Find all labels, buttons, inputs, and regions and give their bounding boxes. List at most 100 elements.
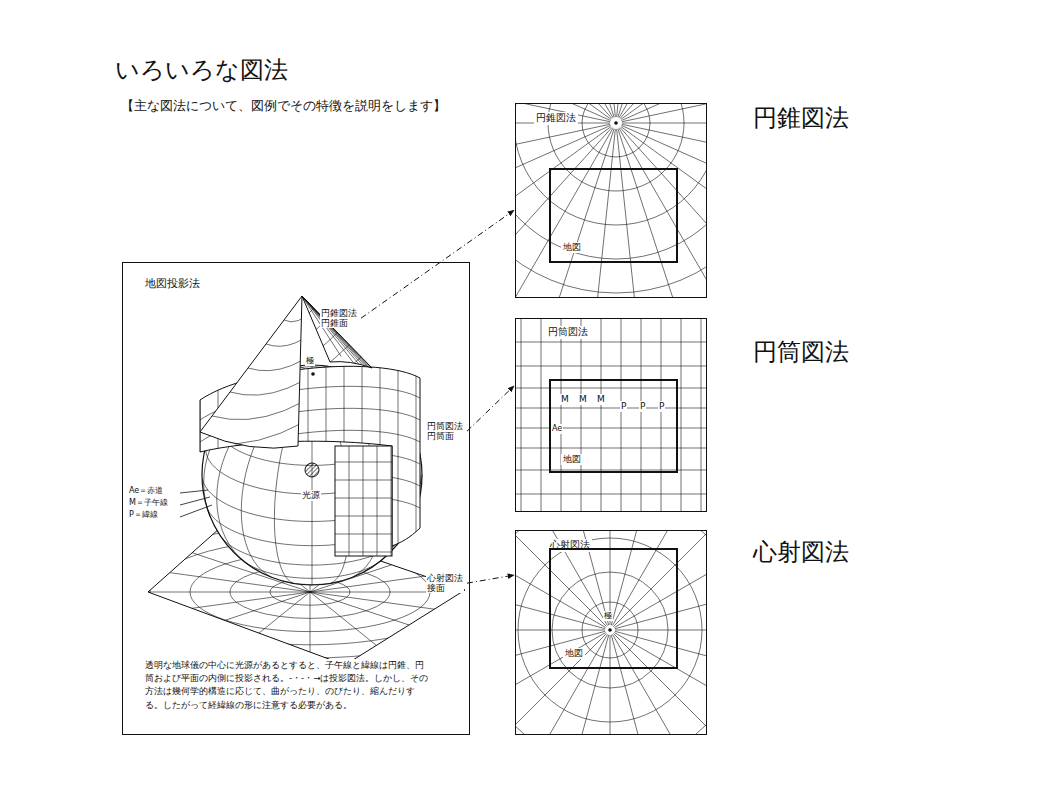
grid-line [541, 319, 542, 511]
grid-line [302, 296, 371, 385]
grid-line [516, 127, 611, 297]
grid-line [310, 592, 587, 630]
node-heading: 円錐面 [320, 318, 358, 328]
grid-line [516, 630, 605, 631]
grid-line [302, 296, 399, 413]
grid-line [308, 340, 309, 560]
cylindrical-map-grid [516, 319, 706, 511]
pole-dot [614, 121, 618, 125]
light-source [305, 463, 319, 477]
figure-label: M [596, 394, 606, 405]
grid-line [335, 462, 392, 463]
projection-arrow [467, 386, 514, 431]
grid-line [302, 296, 489, 494]
grid-line [335, 480, 392, 481]
grid-line [335, 534, 392, 535]
grid-line [521, 319, 522, 511]
projection-name: 心射図法 [752, 538, 850, 567]
projection-name: 円筒図法 [752, 338, 850, 367]
grid-line [516, 125, 611, 253]
drawing-part [200, 296, 372, 448]
grid-line [236, 340, 237, 560]
figure-label: 極 [305, 356, 315, 366]
surface-label: 心射図法接面 [425, 572, 465, 594]
grid-line [218, 340, 219, 560]
pole-dot [608, 628, 612, 632]
grid-line [284, 308, 314, 322]
node-heading: 地図 [563, 648, 585, 659]
grid-line [516, 531, 706, 734]
grid-line [614, 634, 706, 734]
grid-line [10, 592, 310, 593]
grid-line [212, 356, 362, 420]
grid-line [583, 129, 616, 297]
node-heading: 地図 [561, 454, 583, 465]
grid-line [302, 296, 503, 505]
grid-line [349, 446, 350, 556]
projection-arrow [467, 575, 514, 583]
grid-line [516, 531, 608, 626]
grid-line [621, 127, 706, 297]
drawing-part [200, 340, 420, 560]
gnomonic-map-grid [516, 531, 706, 734]
node-heading: 地図 [561, 242, 583, 253]
grid-line [583, 104, 616, 117]
grid-line [516, 342, 706, 343]
drawing-part [180, 505, 212, 517]
grid-line [194, 368, 374, 444]
grid-line [601, 319, 602, 511]
grid-line [613, 531, 707, 626]
map-panel: 心射図法地図 [515, 530, 707, 735]
grid-line [613, 634, 707, 734]
grid-line [614, 531, 706, 626]
grid-line [302, 296, 514, 513]
pole-dot [311, 372, 315, 376]
grid-line [701, 319, 702, 511]
grid-line [516, 127, 612, 297]
grid-line [621, 125, 706, 253]
projection-name: 円錐図法 [752, 104, 850, 133]
cylinder-surface [200, 340, 420, 560]
grid-line [230, 344, 350, 395]
node-heading: 円錐図法 [534, 112, 578, 125]
cone-surface [194, 296, 522, 516]
node-heading: 円筒図法 [426, 421, 464, 431]
grid-line [98, 592, 310, 663]
map-panel: 円錐図法地図 [515, 103, 707, 298]
drawing-part [194, 296, 522, 516]
figure-label: 光源 [301, 490, 321, 501]
grid-line [517, 129, 614, 297]
grid-line [200, 340, 201, 560]
node-heading: 接面 [426, 583, 464, 593]
grid-line [266, 320, 326, 346]
grid-line [335, 516, 392, 517]
grid-line [610, 635, 611, 734]
node-heading: 円錐図法 [320, 308, 358, 318]
grid-line [516, 631, 605, 707]
map-frame: 地図 [549, 379, 678, 473]
leader-lines [180, 490, 212, 517]
grid-line [615, 552, 706, 628]
drawing-part [180, 490, 208, 493]
surface-label: 円錐図法円錐面 [319, 307, 359, 329]
grid-line [581, 319, 582, 511]
grid-line [335, 552, 392, 553]
projection-arrow [361, 210, 514, 318]
grid-line [516, 104, 706, 293]
drawing-part [335, 446, 392, 556]
grid-line [516, 634, 606, 734]
grid-line [363, 446, 364, 556]
grid-line [398, 340, 399, 560]
grid-line [661, 319, 662, 511]
grid-line [516, 128, 613, 297]
grid-line [302, 296, 471, 478]
grid-line [561, 319, 562, 511]
figure-label: 極 [603, 611, 613, 621]
grid-line [248, 332, 338, 371]
drawing-part [180, 497, 210, 505]
grid-line [377, 446, 378, 556]
panel-frame: 地図投影法透明な地球儀の中心に光源があるとすると、子午線と緯線は円錐、円筒および… [122, 262, 470, 735]
grid-line [532, 635, 608, 734]
caption-text: 透明な地球儀の中心に光源があるとすると、子午線と緯線は円錐、円筒および平面の内側… [143, 659, 432, 712]
grid-line [681, 319, 682, 511]
